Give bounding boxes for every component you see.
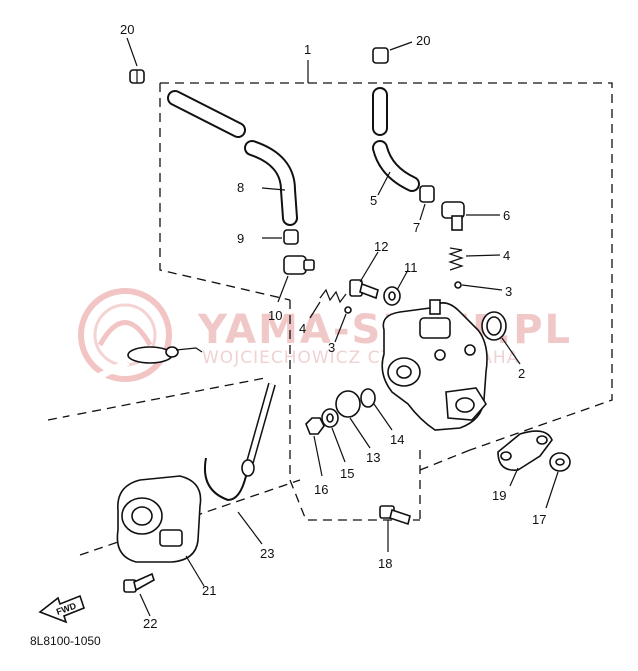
part-1-oil-pump: [381, 299, 488, 431]
watermark-logo-icon: [78, 288, 172, 382]
label-part-19: 19: [492, 488, 506, 503]
part-10-fitting: [277, 255, 315, 303]
label-part-5: 5: [370, 193, 377, 208]
part-11-washer: [383, 269, 409, 306]
label-part-3-right: 3: [505, 284, 512, 299]
part-3-ball-left: [334, 306, 352, 343]
part-5-hose: [372, 87, 420, 196]
label-part-7: 7: [413, 220, 420, 235]
label-part-3-left: 3: [328, 340, 335, 355]
label-part-10: 10: [268, 308, 282, 323]
label-part-15: 15: [340, 466, 354, 481]
label-part-16: 16: [314, 482, 328, 497]
label-part-13: 13: [366, 450, 380, 465]
label-part-22: 22: [143, 616, 157, 631]
label-part-20-right: 20: [416, 33, 430, 48]
part-3-ball-right: [454, 281, 503, 291]
label-part-4-left: 4: [299, 321, 306, 336]
label-part-6: 6: [503, 208, 510, 223]
part-19-gasket: [497, 430, 553, 487]
fwd-arrow-icon: FWD: [38, 594, 85, 624]
part-17-washer: [545, 452, 571, 509]
label-part-12: 12: [374, 239, 388, 254]
label-part-14: 14: [390, 432, 404, 447]
label-part-9: 9: [237, 231, 244, 246]
part-21-cover: [116, 475, 205, 587]
part-4-spring-left: [309, 288, 347, 319]
label-part-2: 2: [518, 366, 525, 381]
part-14-washer: [360, 388, 393, 431]
label-part-17: 17: [532, 512, 546, 527]
diagram-code: 8L8100-1050: [30, 634, 101, 648]
assembly-boundary: [47, 60, 613, 556]
label-part-21: 21: [202, 583, 216, 598]
pump-cable: [66, 346, 203, 463]
part-20-nut-right: [372, 41, 413, 64]
part-8-hose: [167, 90, 298, 226]
label-part-4-right: 4: [503, 248, 510, 263]
part-6-elbow-fitting: [441, 201, 500, 231]
part-9-clip: [262, 229, 299, 245]
part-number-labels: 20 20 1 8 9 10 4 3 5 7 6 4 3 12 11 2 14 …: [120, 22, 546, 631]
label-part-18: 18: [378, 556, 392, 571]
label-part-8: 8: [237, 180, 244, 195]
part-4-spring-right: [448, 247, 501, 271]
part-20-nut-left: [126, 37, 145, 84]
label-part-23: 23: [260, 546, 274, 561]
label-part-1: 1: [304, 42, 311, 57]
part-15-washer: [321, 408, 346, 463]
label-part-11: 11: [404, 260, 418, 275]
part-7-clip: [419, 185, 435, 221]
part-18-bolt: [379, 505, 411, 552]
part-16-nut: [305, 417, 325, 477]
part-13-plate: [335, 390, 371, 449]
part-22-screw: [123, 572, 155, 617]
part-23-lead: [204, 382, 276, 545]
part-2-o-ring: [481, 311, 521, 365]
label-part-20-left: 20: [120, 22, 134, 37]
part-12-bolt: [349, 251, 379, 300]
